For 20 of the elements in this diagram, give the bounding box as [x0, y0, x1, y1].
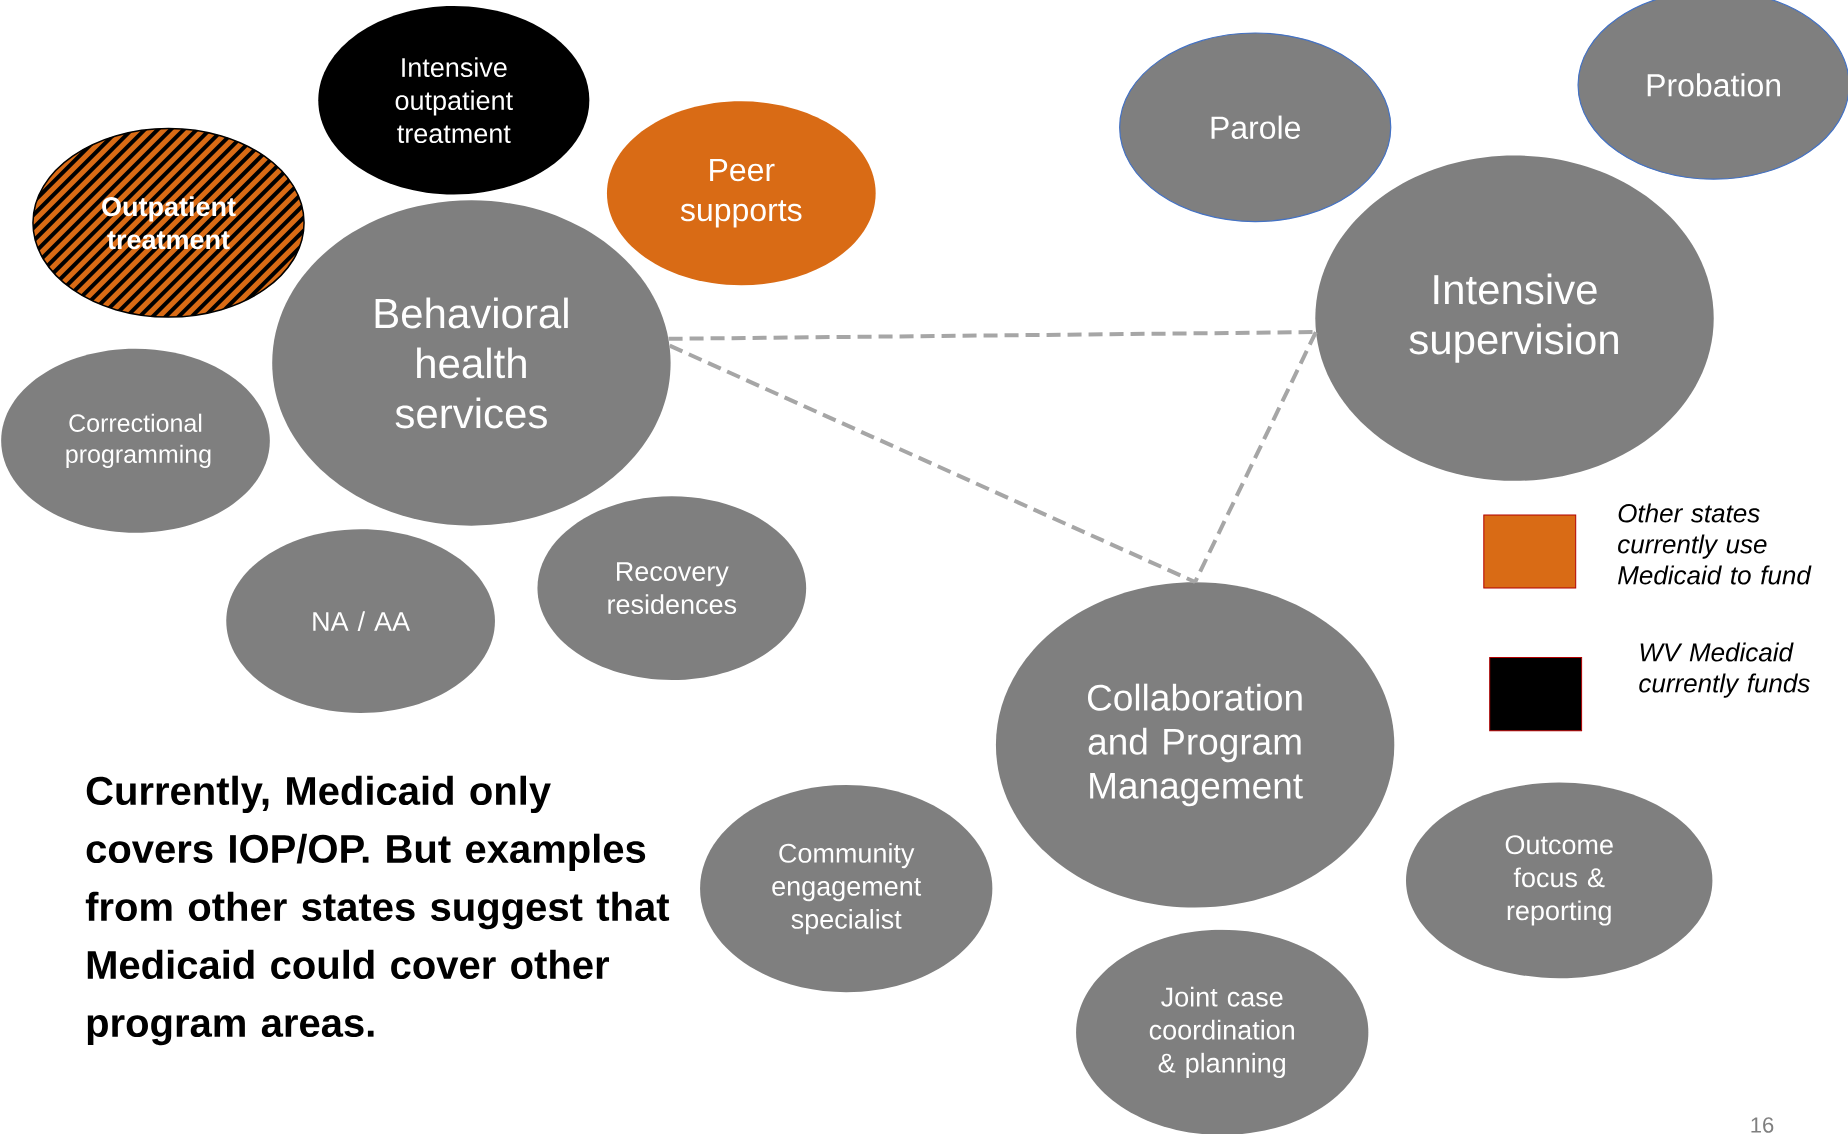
page-number: 16: [1751, 1117, 1774, 1133]
legend-text: Other states currently use Medicaid to fund: [1618, 503, 1812, 585]
service-bubble: Recovery residences: [537, 496, 807, 681]
service-bubble: Joint case coordination & planning: [1076, 929, 1369, 1134]
service-bubble: NA / AA: [226, 529, 495, 714]
legend-text: WV Medicaid currently funds: [1639, 642, 1810, 698]
service-bubble: Correctional programming: [1, 348, 270, 533]
service-bubble: Parole: [1119, 32, 1392, 223]
service-bubble: Behavioral health services: [272, 200, 671, 526]
service-bubble: Community engagement specialist: [700, 784, 993, 993]
dashed-line: [668, 330, 1316, 341]
dashed-line: [668, 343, 1196, 584]
service-bubble: Intensive outpatient treatment: [318, 5, 590, 195]
service-bubble: Peer supports: [606, 101, 876, 286]
service-bubble: Outcome focus & reporting: [1406, 782, 1713, 979]
dashed-line: [1193, 331, 1318, 583]
service-bubble: Intensive supervision: [1315, 155, 1714, 481]
service-bubble: Probation: [1577, 0, 1848, 180]
note-text: Currently, Medicaid only covers IOP/OP. But examples from other states suggest that Medicaid could cover other program areas.: [85, 775, 670, 1046]
service-bubble: Collaboration and Program Management: [995, 582, 1395, 908]
